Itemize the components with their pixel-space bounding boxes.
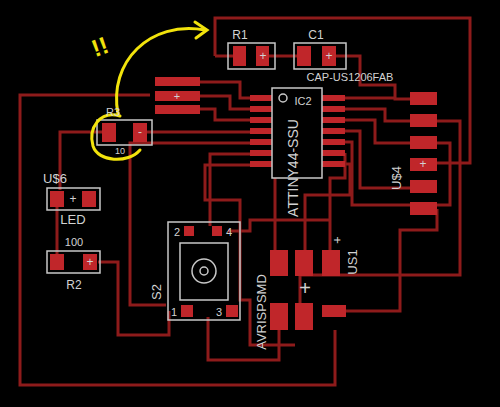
part-value: 100 [65,237,83,248]
pin-number: 4 [226,227,232,238]
pad-mark: + [86,256,93,268]
pad-mark: + [69,193,76,205]
part-name: R3 [106,107,120,118]
pad-mark: + [419,158,426,170]
part-value: LED [60,213,85,226]
pin-number: 1 [171,307,177,318]
handwritten-note: !! [88,33,111,61]
part-name: IC2 [294,96,311,107]
part-value: CAP-US1206FAB [307,72,394,83]
silkscreen-outlines [47,43,346,320]
pad-mark: + [325,50,332,62]
part-value: 10 [115,147,125,156]
pad-mark: - [138,126,142,138]
copper-traces [20,18,470,385]
copper-pads [50,46,437,330]
part-name: AVRISPSMD [255,274,268,350]
part-value: ATTINY44-SSU [286,119,300,217]
part-name: S2 [150,284,163,300]
pad-mark: + [174,91,180,102]
pin-number: 2 [174,227,180,238]
part-name: U$4 [390,166,403,190]
handwritten-callout [92,22,207,159]
part-name: C1 [308,29,323,41]
pin-number: 3 [216,307,222,318]
part-name: R1 [232,29,247,41]
pad-mark: + [299,278,311,298]
part-name: R2 [66,279,81,291]
part-name: U$6 [43,172,67,185]
pad-mark: + [259,50,266,62]
pad-mark: + [331,236,344,244]
part-name: US1 [346,249,359,274]
